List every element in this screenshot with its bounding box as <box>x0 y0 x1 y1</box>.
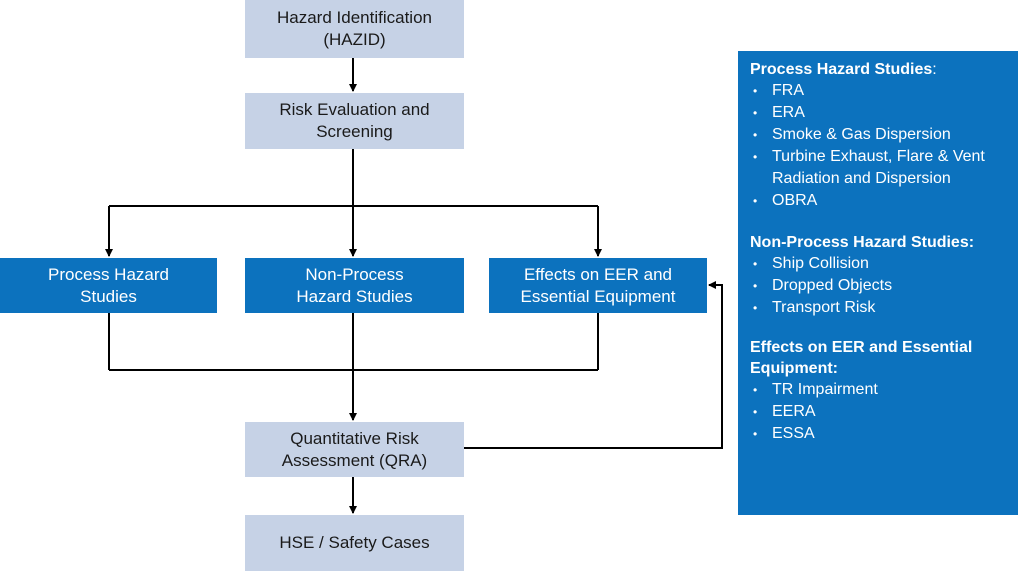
effects-eer-box: Effects on EER and Essential Equipment <box>489 258 707 313</box>
list-item: Ship Collision <box>750 253 1006 275</box>
list-item: EERA <box>750 401 1006 423</box>
list-item: ESSA <box>750 423 1006 445</box>
non-process-hazard-box: Non-Process Hazard Studies <box>245 258 464 313</box>
nonprocess-section-title: Non-Process Hazard Studies: <box>750 234 975 251</box>
feedback-qra-to-effects <box>464 281 723 449</box>
list-item: Smoke & Gas Dispersion <box>750 124 1006 146</box>
list-item: Transport Risk <box>750 297 1006 319</box>
process-hazard-box: Process Hazard Studies <box>0 258 217 313</box>
list-item: OBRA <box>750 190 1006 212</box>
process-section-title: Process Hazard Studies: <box>750 61 937 78</box>
qra-box: Quantitative Risk Assessment (QRA) <box>245 422 464 477</box>
study-details-panel: Process Hazard Studies: FRA ERA Smoke & … <box>738 51 1018 515</box>
process-section-list: FRA ERA Smoke & Gas Dispersion Turbine E… <box>750 80 1006 212</box>
list-item: TR Impairment <box>750 379 1006 401</box>
list-item: ERA <box>750 102 1006 124</box>
effects-section-title: Effects on EER and Essential Equipment: <box>750 339 973 377</box>
list-item: Turbine Exhaust, Flare & Vent Radiation … <box>750 146 1006 190</box>
hazid-box: Hazard Identification (HAZID) <box>245 0 464 58</box>
list-item: Dropped Objects <box>750 275 1006 297</box>
hse-safety-box: HSE / Safety Cases <box>245 515 464 571</box>
list-item: FRA <box>750 80 1006 102</box>
risk-evaluation-box: Risk Evaluation and Screening <box>245 93 464 149</box>
nonprocess-section-list: Ship Collision Dropped Objects Transport… <box>750 253 1006 319</box>
effects-section-list: TR Impairment EERA ESSA <box>750 379 1006 445</box>
